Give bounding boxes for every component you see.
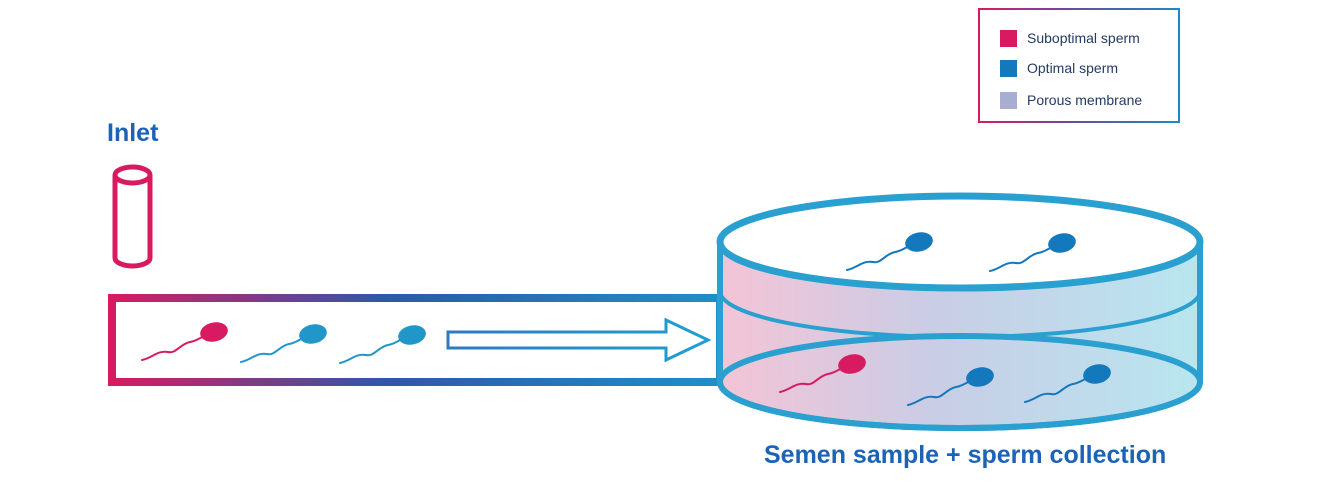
collection-label: Semen sample + sperm collection [764, 441, 1167, 469]
legend-item-optimal-sperm: Optimal sperm [1000, 58, 1118, 78]
legend-swatch [1000, 29, 1017, 47]
sperm-icon [989, 229, 1079, 272]
tube-inlet-icon [112, 164, 153, 269]
legend-swatch [1000, 91, 1017, 109]
legend-item-porous-membrane: Porous membrane [1000, 90, 1142, 110]
legend-label: Porous membrane [1027, 92, 1143, 108]
petri-dish-icon [716, 192, 1204, 431]
legend-label: Suboptimal sperm [1027, 30, 1140, 46]
inlet-label: Inlet [107, 119, 159, 147]
legend: Suboptimal sperm Optimal sperm Porous me… [978, 8, 1180, 123]
legend-swatch [1000, 59, 1017, 77]
flow-arrow-icon [446, 317, 712, 363]
legend-label: Optimal sperm [1027, 60, 1119, 76]
legend-item-suboptimal-sperm: Suboptimal sperm [1000, 28, 1140, 48]
sperm-icon [846, 228, 936, 271]
